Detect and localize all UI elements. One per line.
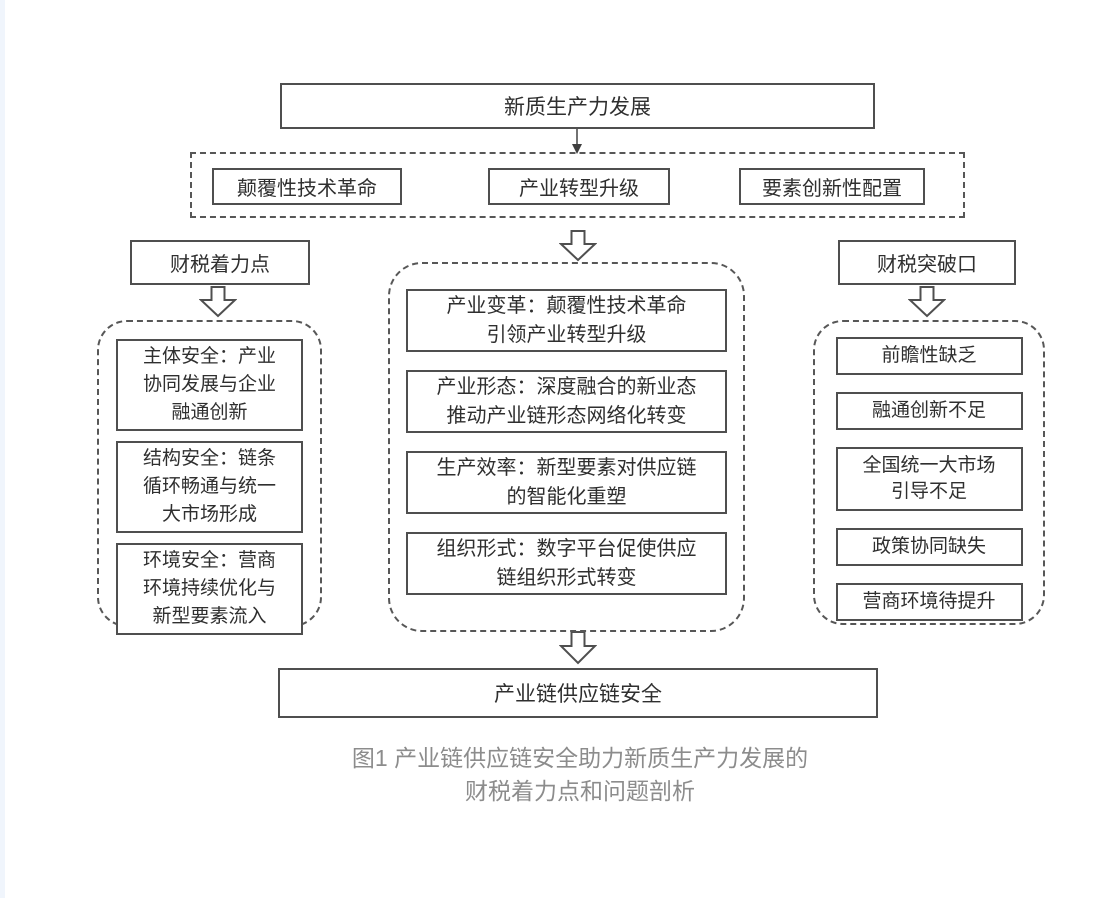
left-item: 环境安全：营商 环境持续优化与 新型要素流入 (116, 543, 303, 635)
driver-box: 要素创新性配置 (739, 168, 925, 205)
right-item: 营商环境待提升 (835, 583, 1023, 621)
middle-item: 产业形态：深度融合的新业态 推动产业链形态网络化转变 (406, 370, 727, 433)
right-item: 全国统一大市场 引导不足 (835, 447, 1023, 511)
middle-item: 组织形式：数字平台促使供应 链组织形式转变 (406, 532, 727, 595)
top-node: 新质生产力发展 (280, 83, 875, 129)
middle-group: 产业变革：颠覆性技术革命 引领产业转型升级 产业形态：深度融合的新业态 推动产业… (388, 262, 745, 632)
thin-arrow-icon (572, 129, 582, 154)
middle-item: 生产效率：新型要素对供应链 的智能化重塑 (406, 451, 727, 514)
left-item: 主体安全：产业 协同发展与企业 融通创新 (116, 339, 303, 431)
down-arrow-icon (559, 631, 597, 665)
down-arrow-icon (908, 286, 946, 318)
left-group: 主体安全：产业 协同发展与企业 融通创新 结构安全：链条 循环畅通与统一 大市场… (97, 320, 322, 635)
left-item: 结构安全：链条 循环畅通与统一 大市场形成 (116, 441, 303, 533)
left-header: 财税着力点 (130, 240, 310, 285)
page-edge (0, 0, 5, 898)
bottom-node: 产业链供应链安全 (278, 668, 878, 718)
figure-caption: 图1 产业链供应链安全助力新质生产力发展的 财税着力点和问题剖析 (351, 745, 809, 804)
right-item: 融通创新不足 (835, 392, 1023, 430)
right-group: 前瞻性缺乏 融通创新不足 全国统一大市场 引导不足 政策协同缺失 营商环境待提升 (813, 320, 1045, 625)
driver-box: 颠覆性技术革命 (212, 168, 402, 205)
driver-box: 产业转型升级 (488, 168, 670, 205)
right-item: 政策协同缺失 (835, 528, 1023, 566)
right-header: 财税突破口 (838, 240, 1016, 285)
middle-item: 产业变革：颠覆性技术革命 引领产业转型升级 (406, 289, 727, 352)
down-arrow-icon (559, 230, 597, 262)
drivers-group: 颠覆性技术革命 产业转型升级 要素创新性配置 (190, 152, 965, 218)
down-arrow-icon (199, 286, 237, 318)
right-item: 前瞻性缺乏 (835, 337, 1023, 375)
